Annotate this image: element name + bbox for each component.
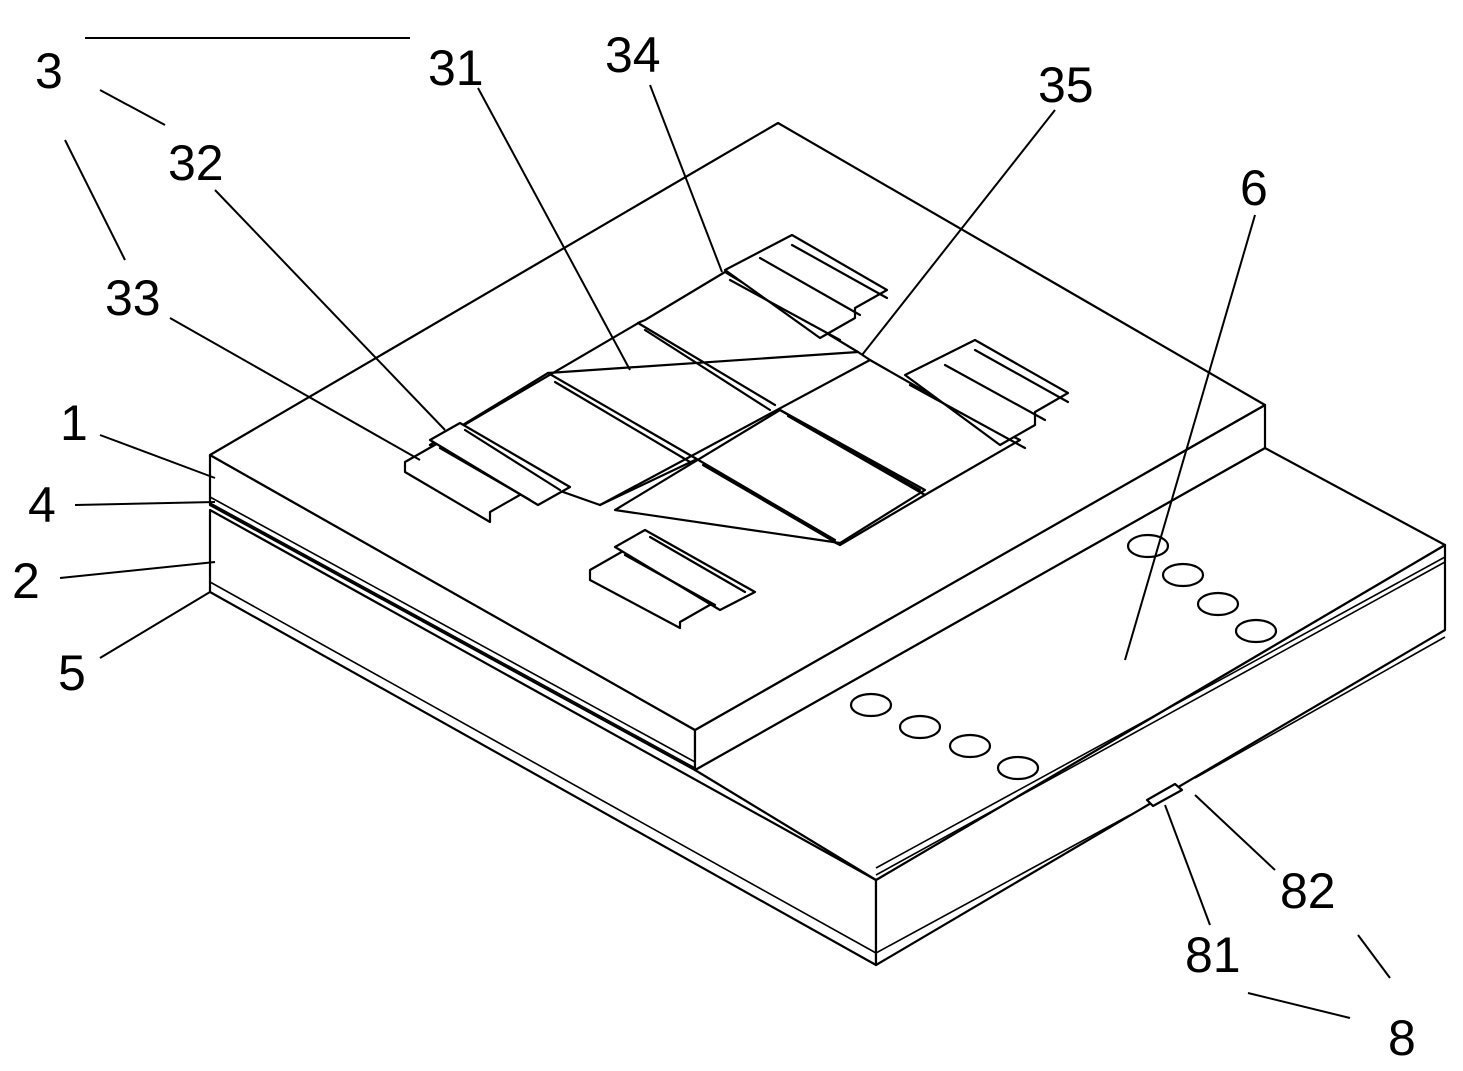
grid-line: [693, 456, 837, 542]
grid-line: [546, 371, 697, 460]
grid-line: [598, 358, 872, 507]
via-hole: [1196, 591, 1240, 617]
grid-line: [546, 350, 860, 375]
pad-stripe: [790, 243, 889, 300]
leader-4: [74, 501, 216, 506]
via-hole: [1234, 618, 1278, 644]
via-hole: [996, 755, 1040, 781]
pad-stripe: [728, 278, 842, 342]
label-5: 5: [58, 645, 86, 701]
pad-stripe: [438, 446, 532, 502]
leader-81: [1164, 804, 1211, 926]
grid-line: [778, 408, 922, 492]
layer-line-right-b: [1194, 636, 1446, 779]
pad-stripe: [623, 553, 717, 607]
layer-4-line: [209, 496, 696, 763]
via-hole: [898, 714, 942, 740]
leader-8-82: [1357, 934, 1391, 979]
via-hole: [1161, 562, 1205, 588]
via-hole: [1126, 533, 1170, 559]
pad-stripe: [648, 535, 747, 594]
layer-line-right-d: [875, 561, 1446, 876]
pad-stripe: [943, 363, 1047, 422]
layer-4-line-b: [209, 502, 696, 769]
leader-2: [59, 561, 216, 579]
leader-31: [477, 87, 631, 371]
leader-1: [99, 434, 216, 479]
label-8: 8: [1388, 1010, 1416, 1066]
via-hole: [849, 692, 893, 718]
label-6: 6: [1240, 160, 1268, 216]
label-35: 35: [1038, 57, 1094, 113]
vias: [849, 533, 1278, 781]
pad-81: [1145, 782, 1184, 808]
grid-line: [786, 414, 927, 497]
leader-32: [214, 189, 446, 431]
label-1: 1: [60, 395, 88, 451]
leader-5: [99, 591, 211, 659]
leader-3-33: [64, 139, 126, 261]
label-81: 81: [1185, 927, 1241, 983]
layer-line-right-a: [875, 814, 1131, 954]
pad-stripe: [973, 348, 1070, 404]
leader-82: [1194, 794, 1276, 871]
pad-stripe: [908, 383, 1027, 450]
label-33: 33: [105, 270, 161, 326]
label-2: 2: [12, 553, 40, 609]
leader-33: [169, 317, 421, 461]
leader-3-32: [99, 89, 166, 126]
grid-line: [553, 380, 692, 464]
leader-8-81: [1247, 992, 1351, 1019]
pad-stripe: [758, 256, 862, 317]
grid-line: [636, 321, 777, 407]
bottom-substrate: [208, 446, 1447, 967]
label-34: 34: [605, 27, 661, 83]
pad-stripe: [463, 428, 562, 492]
layer-line-right-c: [875, 556, 1446, 869]
leader-lines: [59, 37, 1391, 1019]
grid-line: [643, 328, 772, 412]
labels: 3 31 32 33 34 35 6 1 4 2 5 81 82 8: [12, 27, 1416, 1066]
leader-6: [1124, 214, 1256, 661]
leader-34: [649, 84, 723, 273]
grid-line: [701, 463, 842, 547]
layer-5-line-left: [209, 581, 877, 954]
label-3: 3: [35, 43, 63, 99]
leader-35: [861, 109, 1056, 356]
label-82: 82: [1280, 863, 1336, 919]
via-hole: [948, 733, 992, 759]
label-32: 32: [168, 135, 224, 191]
label-4: 4: [28, 477, 56, 533]
chip-body-lower: [613, 408, 927, 545]
electrode-pattern: [403, 233, 1070, 630]
label-31: 31: [428, 40, 484, 96]
